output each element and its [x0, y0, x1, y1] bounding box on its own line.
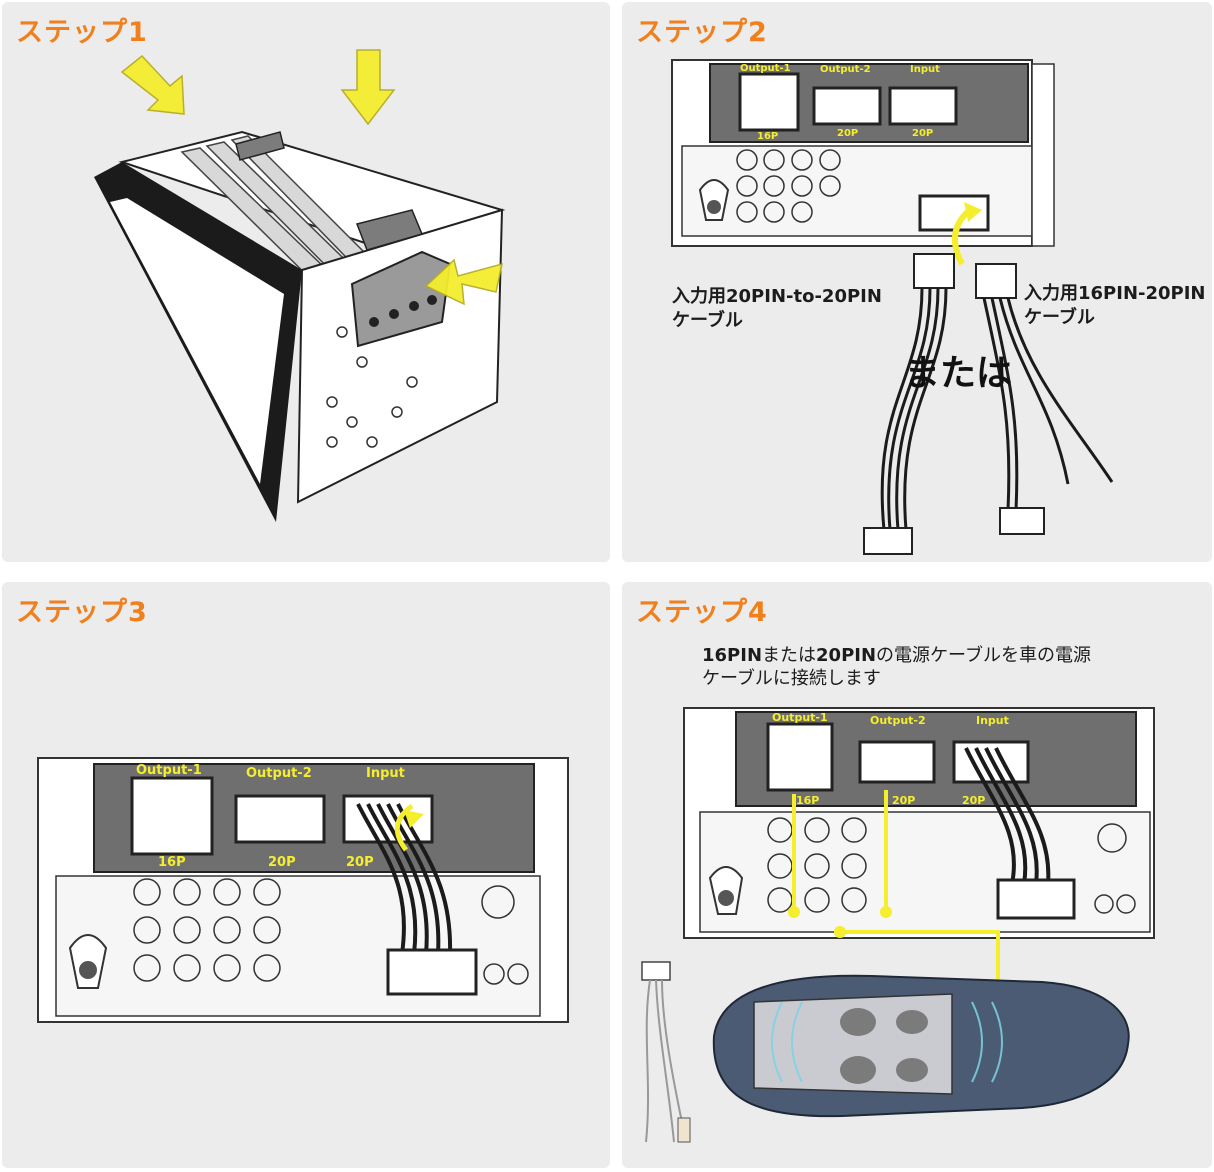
port-pins-20a: 20P — [837, 128, 858, 139]
port-label-input: Input — [910, 64, 940, 75]
port-label-output2: Output-2 — [870, 714, 926, 727]
cable-left-label-line1: 入力用20PIN-to-20PIN — [672, 286, 882, 307]
step2-panel: ステップ2 Output-1 Output-2 Input 16P 20P 20… — [622, 2, 1212, 562]
port-pins-20b: 20P — [962, 794, 985, 807]
step2-title: ステップ2 — [636, 17, 768, 48]
cable-right-label: 入力用16PIN-20PIN ケーブル — [1024, 282, 1205, 330]
port-pins-20a: 20P — [268, 855, 296, 870]
step1-panel: ステップ1 — [2, 2, 610, 562]
arrow-down-icon — [340, 49, 396, 126]
port-label-output2: Output-2 — [246, 766, 312, 781]
port-pins-20a: 20P — [892, 794, 915, 807]
port-label-input: Input — [976, 714, 1009, 727]
port-pins-16: 16P — [796, 794, 819, 807]
cable-right-label-line1: 入力用16PIN-20PIN — [1024, 283, 1206, 304]
step3-panel: ステップ3 Output-1 Output-2 Input 16P 20P 20… — [2, 582, 610, 1168]
cable-left-label: 入力用20PIN-to-20PIN ケーブル — [672, 285, 882, 333]
port-pins-20b: 20P — [912, 128, 933, 139]
desc-bold-16pin: 16PIN — [702, 645, 763, 666]
arrow-up-icon — [964, 202, 982, 222]
arrow-up-icon — [404, 810, 424, 828]
or-text: または — [904, 353, 1013, 394]
port-pins-20b: 20P — [346, 855, 374, 870]
port-label-output1: Output-1 — [772, 711, 828, 724]
desc-text-or: または — [762, 645, 817, 666]
head-unit-install-illustration — [94, 49, 506, 522]
step4-title: ステップ4 — [636, 597, 768, 628]
port-label-input: Input — [366, 766, 405, 781]
cable-right-label-line2: ケーブル — [1024, 307, 1095, 328]
step2-wiring-illustration: Output-1 Output-2 Input 16P 20P 20P — [671, 59, 1114, 555]
step4-wiring-illustration: Output-1 Output-2 Input 16P 20P 20P — [641, 707, 1155, 1143]
step3-wiring-illustration: Output-1 Output-2 Input 16P 20P 20P — [37, 757, 569, 1023]
desc-bold-20pin: 20PIN — [816, 645, 877, 666]
step4-description: 16PINまたは20PINの電源ケーブルを車の電源 ケーブルに接続します — [702, 644, 1182, 690]
step4-description-line2: ケーブルに接続します — [702, 668, 881, 689]
port-label-output2: Output-2 — [820, 64, 871, 75]
port-pins-16: 16P — [158, 855, 186, 870]
port-label-output1: Output-1 — [136, 763, 202, 778]
step3-title: ステップ3 — [16, 597, 148, 628]
port-pins-16: 16P — [757, 131, 778, 142]
arrow-down-right-icon — [120, 54, 185, 115]
step4-panel: ステップ4 16PINまたは20PINの電源ケーブルを車の電源 ケーブルに接続し… — [622, 582, 1212, 1168]
port-label-output1: Output-1 — [740, 63, 791, 74]
step1-title: ステップ1 — [16, 17, 148, 48]
step4-description-line1: 16PINまたは20PINの電源ケーブルを車の電源 — [702, 644, 1182, 667]
arrow-left-icon — [424, 258, 503, 306]
cable-left-label-line2: ケーブル — [672, 310, 743, 331]
desc-text-rest: の電源ケーブルを車の電源 — [876, 645, 1091, 666]
